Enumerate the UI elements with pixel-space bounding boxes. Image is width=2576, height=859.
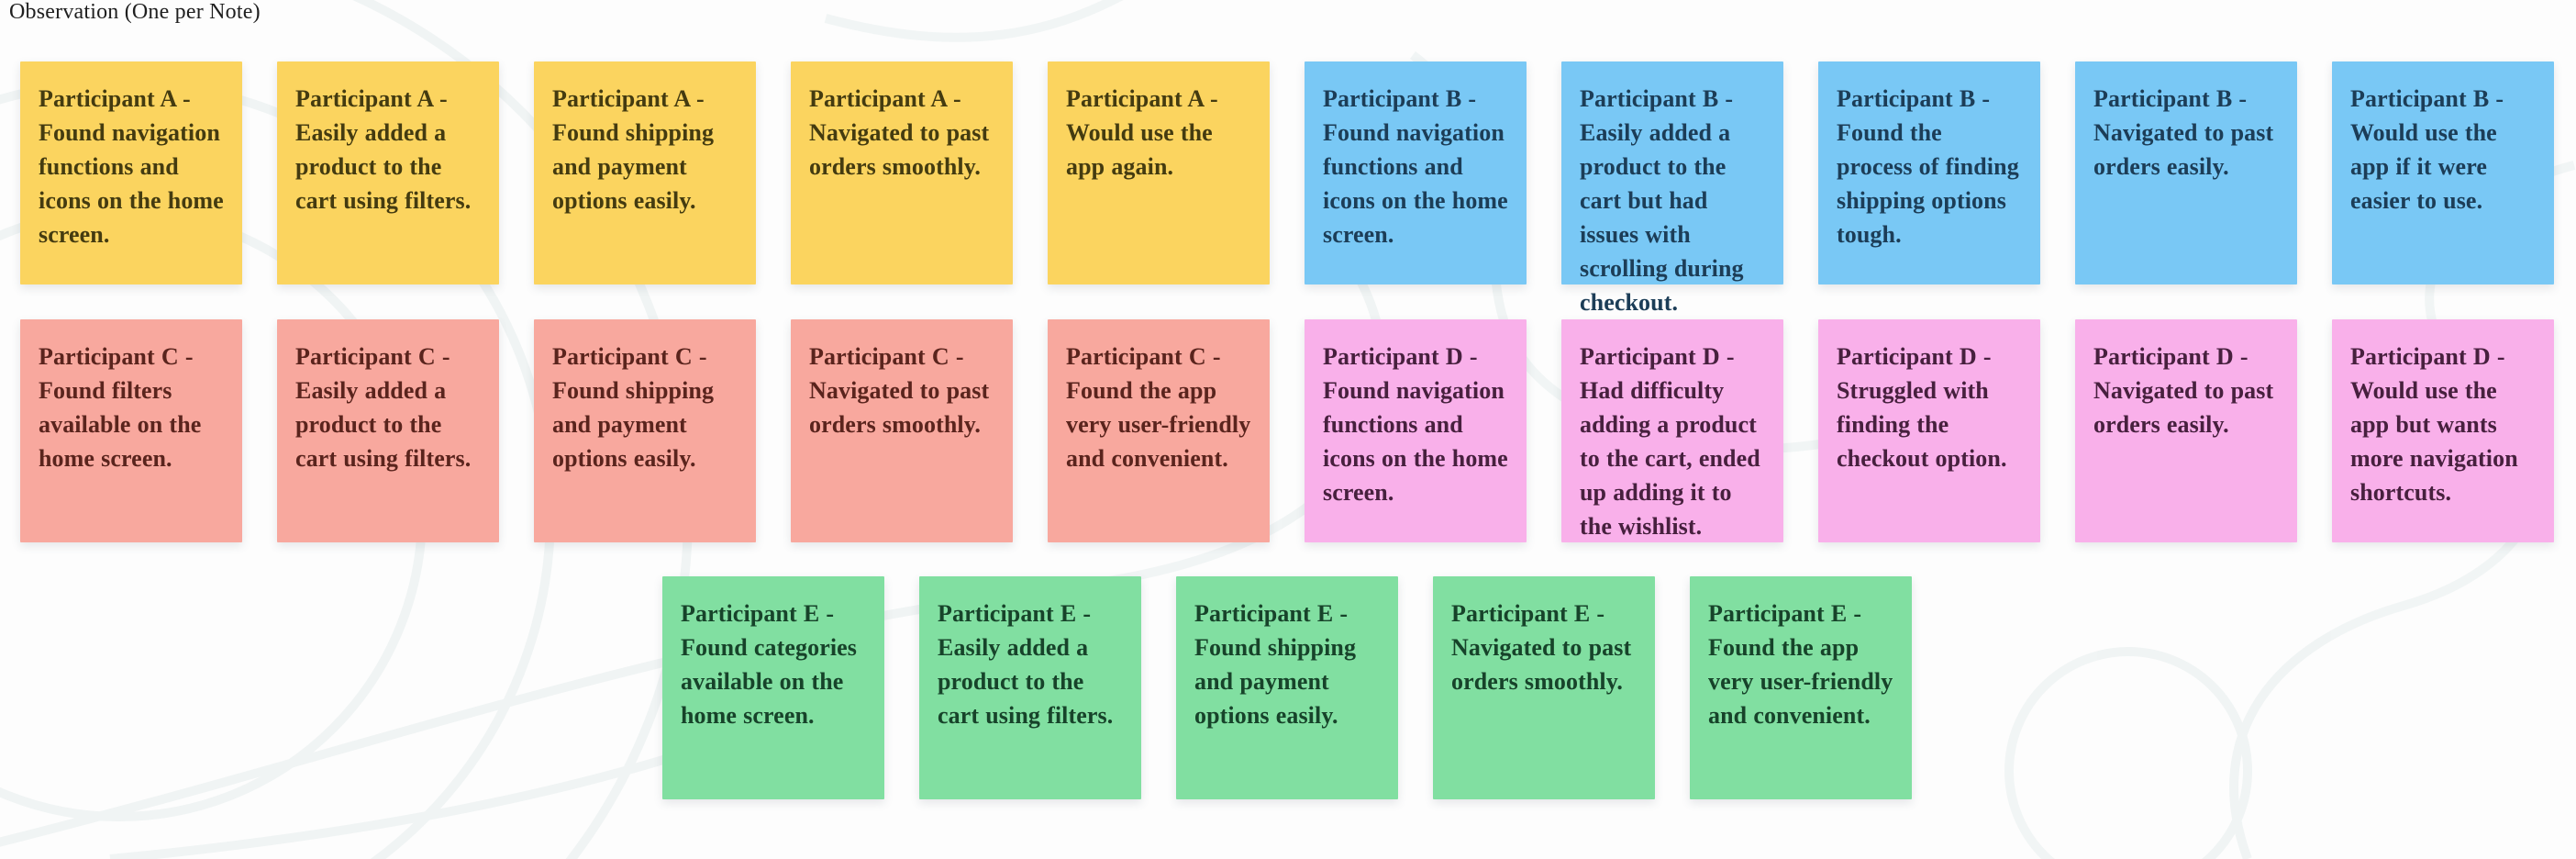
- sticky-note-text: Participant B - Easily added a product t…: [1580, 85, 1744, 316]
- sticky-note-blue[interactable]: Participant B - Found the process of fin…: [1818, 61, 2040, 284]
- sticky-note-blue[interactable]: Participant B - Would use the app if it …: [2332, 61, 2554, 284]
- sticky-note-text: Participant D - Had difficulty adding a …: [1580, 343, 1760, 540]
- notes-row-1: Participant A - Found navigation functio…: [20, 61, 2554, 316]
- sticky-note-pink[interactable]: Participant D - Found navigation functio…: [1305, 319, 1527, 542]
- sticky-note-text: Participant B - Found navigation functio…: [1323, 85, 1508, 248]
- sticky-note-text: Participant C - Found filters available …: [39, 343, 202, 472]
- sticky-note-salmon[interactable]: Participant C - Easily added a product t…: [277, 319, 499, 542]
- sticky-note-green[interactable]: Participant E - Easily added a product t…: [919, 576, 1141, 799]
- sticky-note-text: Participant E - Found the app very user-…: [1708, 600, 1893, 729]
- sticky-note-blue[interactable]: Participant B - Found navigation functio…: [1305, 61, 1527, 284]
- sticky-note-text: Participant C - Found the app very user-…: [1066, 343, 1251, 472]
- sticky-note-text: Participant D - Struggled with finding t…: [1837, 343, 2007, 472]
- sticky-note-pink[interactable]: Participant D - Would use the app but wa…: [2332, 319, 2554, 542]
- sticky-note-green[interactable]: Participant E - Found the app very user-…: [1690, 576, 1912, 799]
- sticky-note-text: Participant A - Would use the app again.: [1066, 85, 1218, 180]
- sticky-note-yellow[interactable]: Participant A - Found navigation functio…: [20, 61, 242, 284]
- sticky-note-yellow[interactable]: Participant A - Easily added a product t…: [277, 61, 499, 284]
- sticky-note-yellow[interactable]: Participant A - Found shipping and payme…: [534, 61, 756, 284]
- sticky-note-salmon[interactable]: Participant C - Found filters available …: [20, 319, 242, 542]
- notes-row-2: Participant C - Found filters available …: [20, 319, 2554, 542]
- sticky-note-text: Participant D - Navigated to past orders…: [2093, 343, 2274, 438]
- sticky-note-green[interactable]: Participant E - Found categories availab…: [662, 576, 884, 799]
- sticky-note-blue[interactable]: Participant B - Easily added a product t…: [1561, 61, 1783, 316]
- sticky-note-salmon[interactable]: Participant C - Found shipping and payme…: [534, 319, 756, 542]
- sticky-note-salmon[interactable]: Participant C - Found the app very user-…: [1048, 319, 1270, 542]
- sticky-note-text: Participant C - Found shipping and payme…: [552, 343, 715, 472]
- sticky-note-text: Participant A - Easily added a product t…: [295, 85, 472, 214]
- sticky-note-pink[interactable]: Participant D - Struggled with finding t…: [1818, 319, 2040, 542]
- sticky-note-text: Participant D - Found navigation functio…: [1323, 343, 1508, 506]
- sticky-note-text: Participant B - Would use the app if it …: [2350, 85, 2504, 214]
- sticky-note-text: Participant E - Found shipping and payme…: [1194, 600, 1357, 729]
- notes-row-3: Participant E - Found categories availab…: [662, 576, 1912, 799]
- sticky-note-text: Participant D - Would use the app but wa…: [2350, 343, 2518, 506]
- sticky-note-text: Participant E - Easily added a product t…: [938, 600, 1114, 729]
- sticky-note-yellow[interactable]: Participant A - Would use the app again.: [1048, 61, 1270, 284]
- sticky-note-pink[interactable]: Participant D - Navigated to past orders…: [2075, 319, 2297, 542]
- board-title[interactable]: Observation (One per Note): [9, 0, 261, 24]
- sticky-note-text: Participant A - Found shipping and payme…: [552, 85, 715, 214]
- sticky-note-yellow[interactable]: Participant A - Navigated to past orders…: [791, 61, 1013, 284]
- sticky-note-salmon[interactable]: Participant C - Navigated to past orders…: [791, 319, 1013, 542]
- sticky-note-green[interactable]: Participant E - Found shipping and payme…: [1176, 576, 1398, 799]
- sticky-note-text: Participant E - Navigated to past orders…: [1451, 600, 1632, 695]
- sticky-note-text: Participant A - Navigated to past orders…: [809, 85, 990, 180]
- sticky-note-pink[interactable]: Participant D - Had difficulty adding a …: [1561, 319, 1783, 542]
- sticky-note-text: Participant A - Found navigation functio…: [39, 85, 224, 248]
- sticky-note-text: Participant C - Navigated to past orders…: [809, 343, 990, 438]
- sticky-note-blue[interactable]: Participant B - Navigated to past orders…: [2075, 61, 2297, 284]
- sticky-note-green[interactable]: Participant E - Navigated to past orders…: [1433, 576, 1655, 799]
- sticky-note-text: Participant E - Found categories availab…: [681, 600, 858, 729]
- sticky-note-text: Participant B - Found the process of fin…: [1837, 85, 2019, 248]
- sticky-note-text: Participant C - Easily added a product t…: [295, 343, 472, 472]
- sticky-note-text: Participant B - Navigated to past orders…: [2093, 85, 2274, 180]
